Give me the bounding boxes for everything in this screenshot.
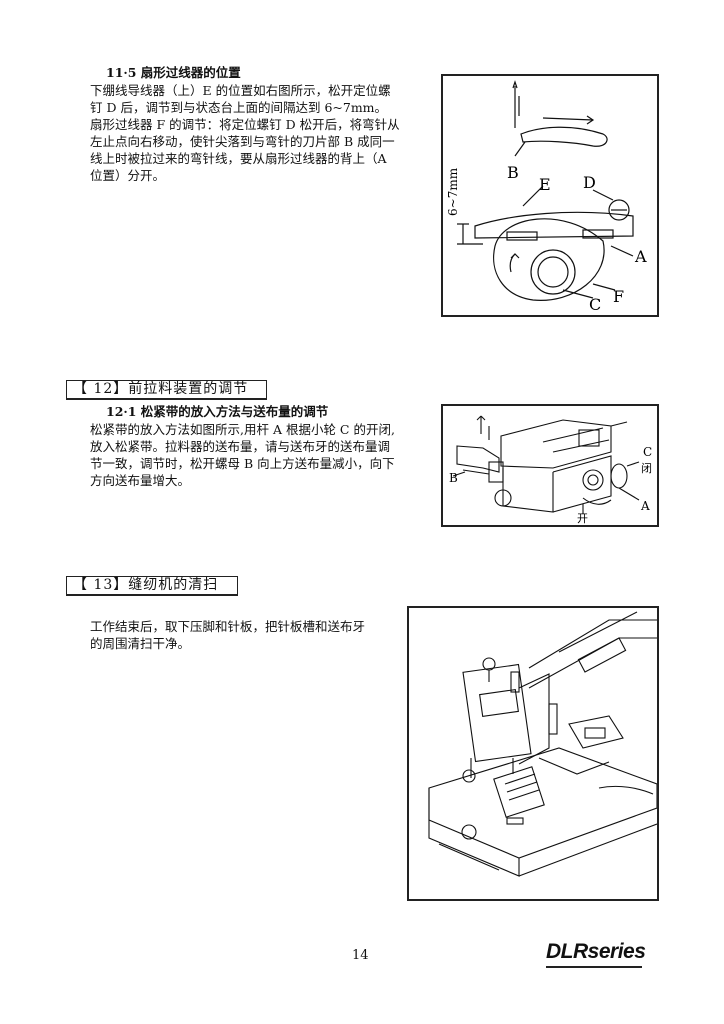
section-11-5-body: 下绷线导线器（上）E 的位置如右图所示，松开定位螺 钉 D 后，调节到与状态台上… [90, 82, 400, 184]
label-c: C [589, 295, 601, 314]
section-12-body: 松紧带的放入方法如图所示,用杆 A 根据小轮 C 的开闭, 放入松紧带。拉料器的… [90, 421, 395, 489]
logo-underline [546, 966, 642, 968]
label-a: A [640, 499, 650, 513]
section-12-header: 【 12】前拉料装置的调节 [66, 380, 267, 400]
series-logo: DLRseries [546, 940, 646, 963]
paragraph-line: 钉 D 后，调节到与状态台上面的间隔达到 6~7mm。 [90, 100, 388, 115]
label-b: B [449, 471, 458, 485]
label-c: C [643, 445, 652, 459]
paragraph-line: 工作结束后，取下压脚和针板，把针板槽和送布牙 [90, 619, 366, 634]
paragraph-line: 左止点向右移动，使针尖落到与弯针的刀片部 B 成同一 [90, 134, 395, 149]
sewing-machine-figure [407, 606, 659, 901]
paragraph-line: 节一致，调节时，松开螺母 B 向上方送布量减小，向下 [90, 456, 395, 471]
label-d: D [583, 173, 596, 192]
label-b: B [507, 163, 519, 182]
puller-device-figure: B C 闭 A 开 [441, 404, 659, 527]
label-open: 开 [577, 512, 588, 525]
paragraph-line: 位置）分开。 [90, 168, 166, 183]
paragraph-line: 松紧带的放入方法如图所示,用杆 A 根据小轮 C 的开闭, [90, 422, 395, 437]
section-12-1-title: 12·1 松紧带的放入方法与送布量的调节 [106, 404, 329, 419]
paragraph-line: 的周围清扫干净。 [90, 636, 191, 651]
paragraph-line: 方向送布量增大。 [90, 473, 191, 488]
paragraph-line: 扇形过线器 F 的调节：将定位螺钉 D 松开后，将弯针从 [90, 117, 400, 132]
paragraph-line: 线上时被拉过来的弯针线，要从扇形过线器的背上（A [90, 151, 387, 166]
looper-thread-guide-figure: B E D A C F 6~7mm [441, 74, 659, 317]
label-a: A [634, 247, 647, 266]
paragraph-line: 放入松紧带。拉料器的送布量，请与送布牙的送布量调 [90, 439, 391, 454]
puller-diagram: B C 闭 A 开 [449, 415, 652, 525]
looper-diagram: B E D A C F 6~7mm [446, 80, 647, 314]
section-13-header: 【 13】缝纫机的清扫 [66, 576, 238, 596]
paragraph-line: 下绷线导线器（上）E 的位置如右图所示，松开定位螺 [90, 83, 391, 98]
label-gap: 6~7mm [446, 167, 460, 216]
label-close: 闭 [641, 462, 652, 475]
label-e: E [539, 175, 551, 194]
page-number: 14 [352, 948, 369, 963]
sewing-machine-illustration [428, 611, 657, 877]
label-f: F [613, 287, 624, 306]
section-11-5-title: 11·5 扇形过线器的位置 [106, 65, 241, 80]
section-13-body: 工作结束后，取下压脚和针板，把针板槽和送布牙 的周围清扫干净。 [90, 618, 365, 652]
